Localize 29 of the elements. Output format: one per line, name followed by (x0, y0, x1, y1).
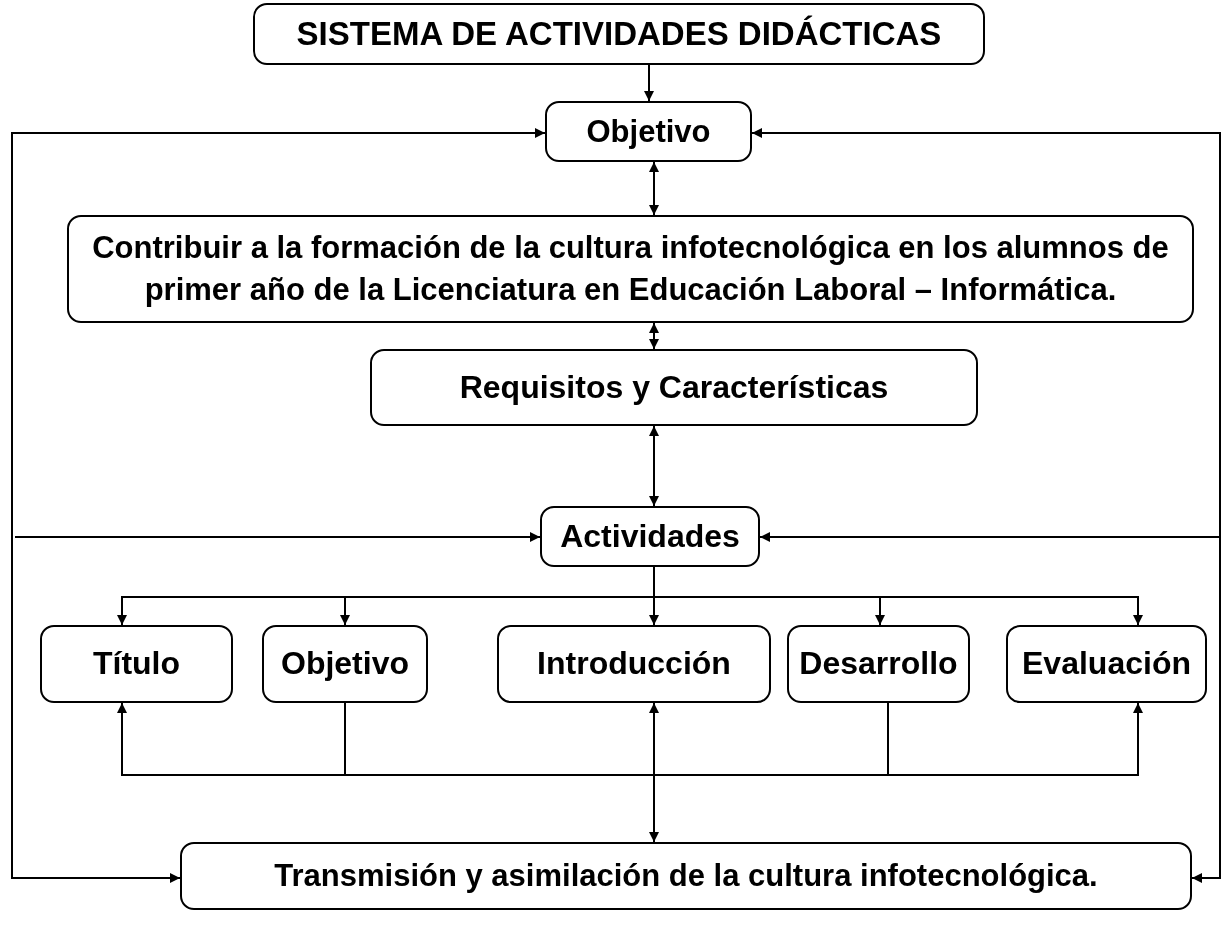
arrow (649, 161, 659, 216)
process-box (787, 625, 970, 703)
process-box (262, 625, 428, 703)
box-label: Objetivo (586, 112, 711, 151)
process-box (1006, 625, 1207, 703)
process-box (540, 506, 760, 567)
process-box (545, 101, 752, 162)
arrow (14, 532, 541, 542)
arrow (759, 532, 1221, 542)
connector-line (653, 702, 889, 843)
process-box (497, 625, 771, 703)
process-box (180, 842, 1192, 910)
process-box (370, 349, 978, 426)
box-label: Transmisión y asimilación de la cultura infotecnológica. (274, 857, 1098, 896)
box-label: Introducción (537, 644, 731, 684)
arrow (649, 425, 659, 507)
arrow (649, 322, 659, 350)
box-label: Desarrollo (799, 644, 958, 684)
box-label: Evaluación (1022, 644, 1191, 684)
process-box (253, 3, 985, 65)
box-label: Contribuir a la formación de la cultura infotecnológica en los alumnos de primer año de la Licenciatura en Educación Laboral – Informática. (91, 229, 1170, 309)
process-box (67, 215, 1194, 323)
box-label: Objetivo (281, 644, 409, 684)
arrow (644, 64, 654, 102)
process-box (40, 625, 233, 703)
box-label: Requisitos y Características (459, 367, 889, 407)
box-label: Título (92, 644, 181, 684)
box-label: SISTEMA DE ACTIVIDADES DIDÁCTICAS (296, 13, 942, 54)
box-label: Actividades (560, 516, 740, 556)
